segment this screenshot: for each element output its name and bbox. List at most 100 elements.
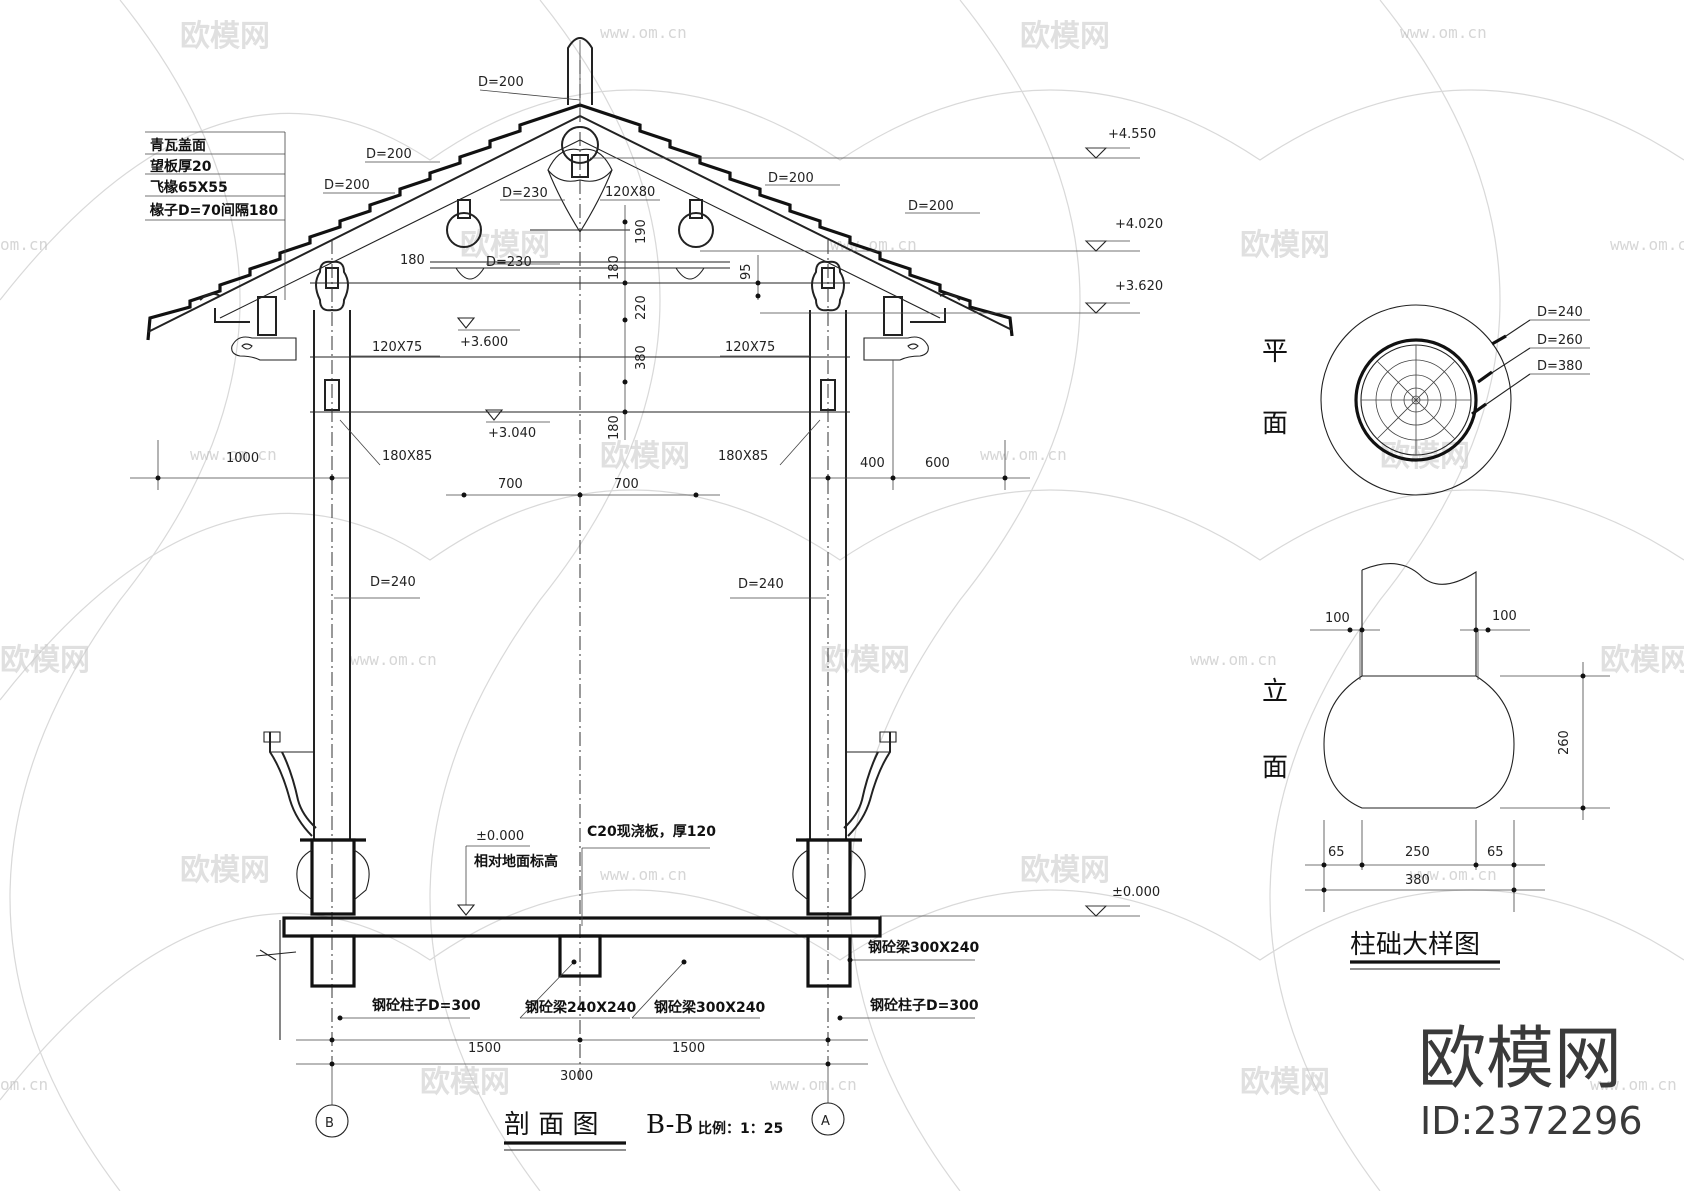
watermark-brand: 欧模网 [180, 19, 270, 54]
structure-labels: D=240 D=240 钢砼柱子D=300 钢砼柱子D=300 钢砼梁240X2… [334, 575, 979, 1021]
watermark-brand: 欧模网 [1240, 228, 1330, 263]
watermark-url: www.om.cn [830, 235, 917, 254]
dim-label: 120X75 [725, 340, 775, 355]
dim-label: D=230 [502, 186, 548, 201]
watermark-url: om.cn [0, 235, 48, 254]
watermark-layer: 欧模网 欧模网 欧模网 欧模网 欧模网 欧模网 欧模网 欧模网 欧模网 欧模网 … [0, 19, 1684, 1100]
axis-label-left: B [325, 1116, 334, 1131]
plan-dim: D=240 [1537, 305, 1583, 320]
axis-markers: B A [315, 1060, 845, 1138]
watermark-brand: 欧模网 [1020, 853, 1110, 888]
plan-dim: D=380 [1537, 359, 1583, 374]
corner-watermark: 欧模网 ID:2372296 [1418, 1020, 1643, 1143]
watermark-brand: 欧模网 [600, 439, 690, 474]
elevation-label-bottom: 面 [1262, 753, 1288, 783]
watermark-brand: 欧模网 [1600, 643, 1684, 678]
eave-ornaments [231, 336, 929, 361]
dim-label: 95 [739, 263, 754, 280]
elevation-dim: 100 [1325, 611, 1350, 626]
section-title-scale: 比例：1：25 [698, 1120, 783, 1137]
section-title: 剖 面 图 B-B 比例：1：25 [504, 1110, 783, 1151]
elevation-dim: 250 [1405, 845, 1430, 860]
dim-label: 380 [634, 345, 649, 370]
watermark-url: www.om.cn [1610, 235, 1684, 254]
watermark-url: www.om.cn [1590, 1075, 1677, 1094]
axis-bubble-left [315, 1104, 349, 1138]
roof-labels: D=200 D=200 D=200 D=200 D=200 D=230 D=23… [323, 75, 980, 466]
watermark-url: www.om.cn [190, 445, 277, 464]
slab-label: C20现浇板，厚120 [587, 823, 716, 840]
dim-label: 700 [614, 477, 639, 492]
watermark-url: www.om.cn [600, 23, 687, 42]
dim-label: 1500 [672, 1041, 705, 1056]
column-label-right: 钢砼柱子D=300 [870, 997, 979, 1014]
plan-outer-circle [1320, 304, 1512, 496]
dim-label: D=200 [478, 75, 524, 90]
watermark-brand: 欧模网 [180, 853, 270, 888]
beam-label: 钢砼梁240X240 [525, 999, 636, 1016]
dim-label: D=200 [908, 199, 954, 214]
dim-label: 180 [400, 253, 425, 268]
elevation-dim: 260 [1557, 730, 1572, 755]
detail-title: 柱础大样图 [1350, 930, 1480, 960]
elevation-dim: 65 [1328, 845, 1345, 860]
corner-id: ID:2372296 [1420, 1099, 1643, 1143]
watermark-url: om.cn [0, 1075, 48, 1094]
dim-label: D=200 [366, 147, 412, 162]
section-title-code: B-B [646, 1110, 693, 1140]
dim-label: 180 [607, 255, 622, 280]
elevation-markers: +4.550 +4.020 +3.620 +3.600 +3.040 ±0.00… [456, 127, 1163, 926]
material-note: 椽子D=70间隔180 [149, 202, 278, 219]
elevation-value: ±0.000 [476, 829, 524, 844]
elevation-label-top: 立 [1262, 677, 1288, 707]
dim-label: 220 [634, 295, 649, 320]
watermark-url: www.om.cn [600, 865, 687, 884]
mid-purlin-left [446, 212, 482, 248]
plan-view: 平 面 D=240 D=260 D=380 [1262, 304, 1590, 496]
elevation-dim: 100 [1492, 609, 1517, 624]
corner-brand: 欧模网 [1418, 1020, 1622, 1099]
dim-label: 120X80 [605, 185, 655, 200]
plan-label-bottom: 面 [1262, 409, 1288, 439]
dim-label: 700 [498, 477, 523, 492]
elevation-value: ±0.000 [1112, 885, 1160, 900]
elevation-value: +3.620 [1115, 279, 1163, 294]
beam-label: 钢砼梁300X240 [654, 999, 765, 1016]
dim-label: 1000 [226, 451, 259, 466]
elevation-value: +3.600 [460, 335, 508, 350]
watermark-brand: 欧模网 [1240, 1065, 1330, 1100]
dim-label: D=200 [324, 178, 370, 193]
material-note: 青瓦盖面 [150, 137, 206, 154]
plan-ring [1354, 338, 1478, 462]
beam-label: 钢砼梁300X240 [868, 939, 979, 956]
watermark-brand: 欧模网 [420, 1065, 510, 1100]
axis-bubble-right [811, 1102, 845, 1136]
dim-label: 120X75 [372, 340, 422, 355]
column-dim: D=240 [370, 575, 416, 590]
material-note: 望板厚20 [150, 158, 212, 175]
watermark-url: www.om.cn [1400, 23, 1487, 42]
elevation-view: 立 面 100 100 260 65 250 65 38 [1262, 563, 1610, 970]
elevation-dim: 65 [1487, 845, 1504, 860]
plan-dim: D=260 [1537, 333, 1583, 348]
watermark-brand: 欧模网 [0, 643, 90, 678]
material-note: 飞椽65X55 [150, 179, 228, 196]
dim-label: 400 [860, 456, 885, 471]
elevation-value: +4.550 [1108, 127, 1156, 142]
column-dim: D=240 [738, 577, 784, 592]
watermark-url: www.om.cn [1410, 865, 1497, 884]
bench-brackets [263, 731, 897, 837]
watermark-url: www.om.cn [770, 1075, 857, 1094]
dim-label: 600 [925, 456, 950, 471]
watermark-url: www.om.cn [980, 445, 1067, 464]
watermark-brand: 欧模网 [820, 643, 910, 678]
dim-label: 180X85 [382, 449, 432, 464]
watermark-brand: 欧模网 [1020, 19, 1110, 54]
column-label-left: 钢砼柱子D=300 [372, 997, 481, 1014]
plan-label-top: 平 [1262, 337, 1288, 367]
elevation-value: +3.040 [488, 426, 536, 441]
dim-label: 3000 [560, 1069, 593, 1084]
dim-label: 180X85 [718, 449, 768, 464]
